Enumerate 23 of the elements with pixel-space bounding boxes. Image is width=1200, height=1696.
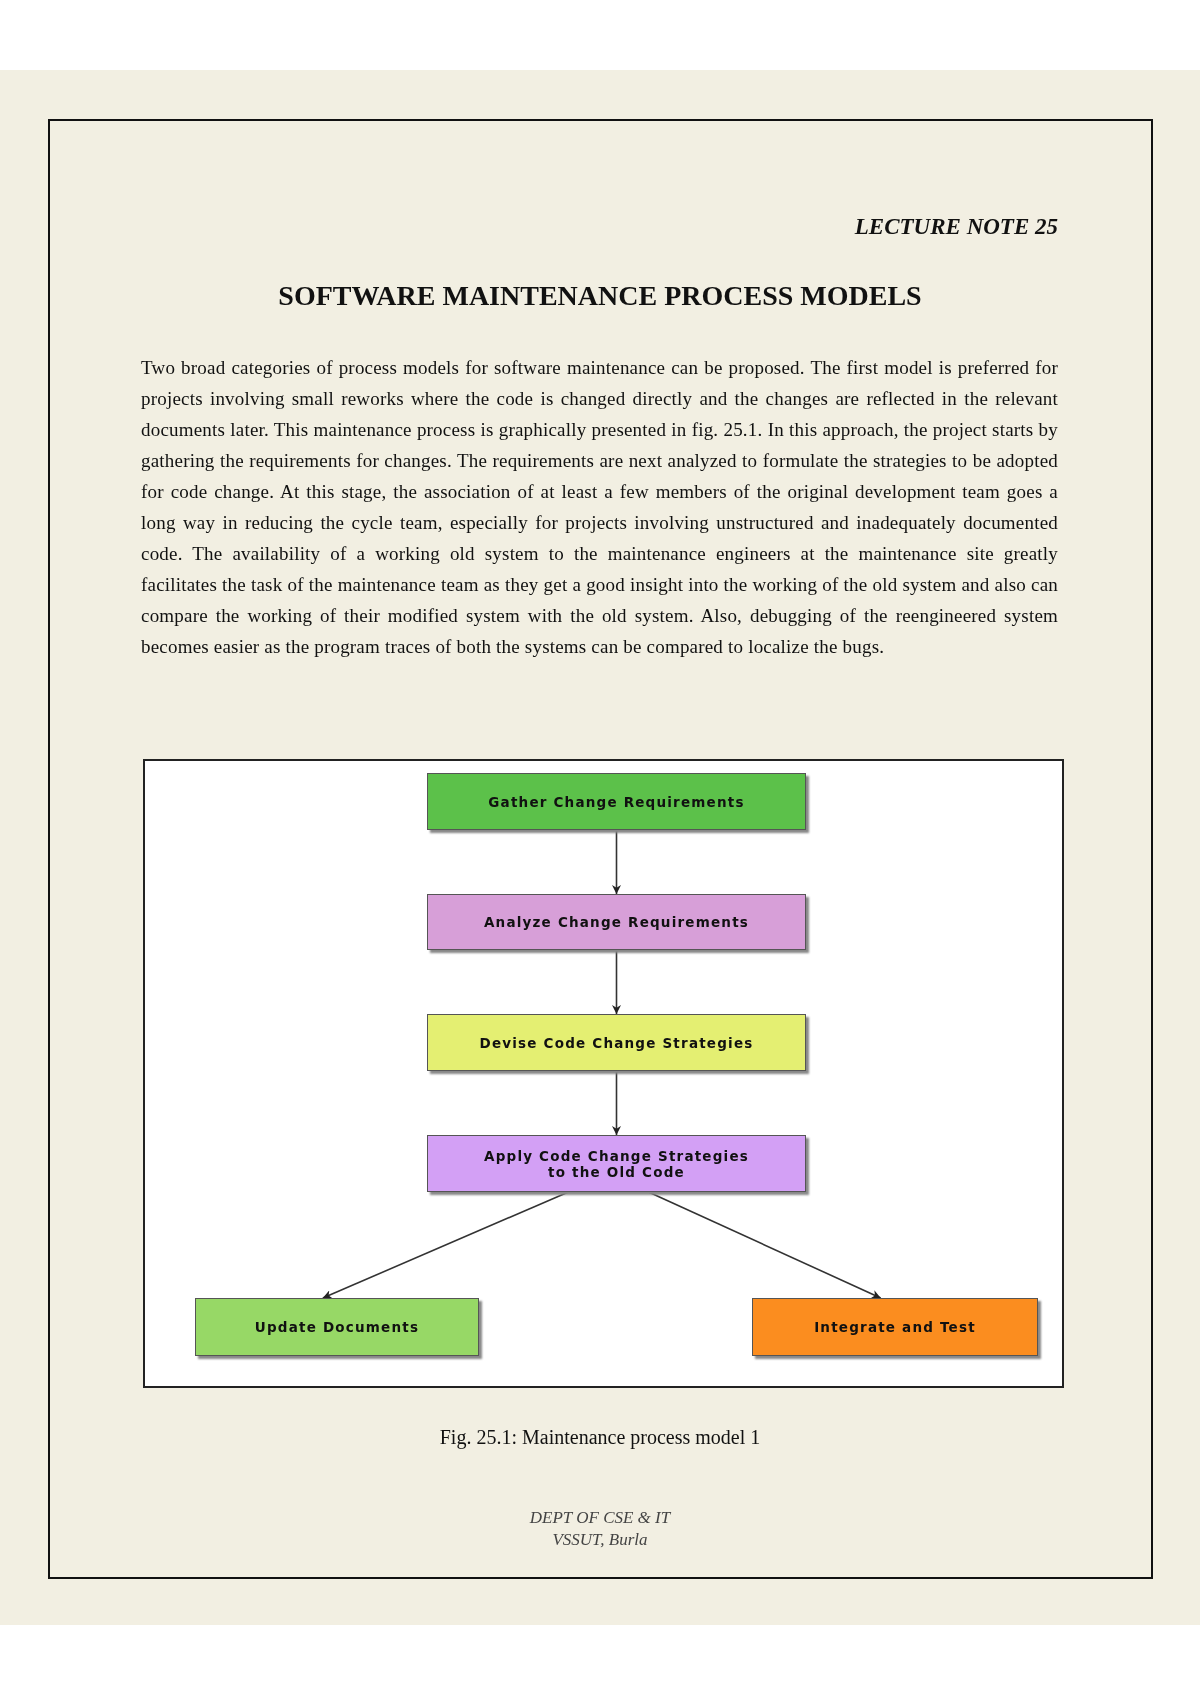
arrow [612,829,621,895]
step-label: Devise Code Change Strategies [479,1034,754,1051]
process-box [427,1014,806,1071]
step-label: Analyze Change Requirements [483,914,750,930]
arrow [647,1191,882,1299]
process-box [427,1135,806,1192]
footer-text: DEPT OF CSE & IT [528,1508,672,1528]
step-label: Apply Code Change Strategies to the Old Code [483,1147,750,1180]
footer-text: VSSUT, Burla [551,1530,649,1550]
step-label: Update Documents [254,1319,420,1335]
figure-caption: Fig. 25.1: Maintenance process model 1 [438,1426,762,1449]
process-box [195,1298,479,1356]
body-paragraph: Two broad categories of process models for software maintenance can be proposed. The first model is preferred for projects involving small reworks where the code is changed directly and the changes are reflected in the relevant documents later. This maintenance process is graphically presented in fig. 25.1. In this approach, the project starts by gathering the requirements for changes. The requirements are next analyzed to formulate the strategies to be adopted for code change. At this stage, the association of at least a few members of the original development team goes a long way in reducing the cycle team, especially for projects involving unstructured and inadequately documented code. The availability of a working old system to the maintenance engineers at the maintenance site greatly facilitates the task of the maintenance team as they get a good insight into the working of the old system and also can compare the working of their modified system with the old system. Also, debugging of the reengineered system becomes easier as the program traces of both the systems can be compared to localize the bugs. [141,356,1058,659]
lecture-heading: LECTURE NOTE 25 [854,214,1058,240]
arrow [612,1070,621,1136]
arrow [322,1191,570,1299]
process-box [427,773,806,830]
step-label: Gather Change Requirements [488,793,745,810]
process-box [427,894,806,950]
page-title: SOFTWARE MAINTENANCE PROCESS MODELS [277,280,923,312]
arrow [612,949,621,1015]
step-label: Integrate and Test [814,1319,976,1335]
process-box [752,1298,1038,1356]
